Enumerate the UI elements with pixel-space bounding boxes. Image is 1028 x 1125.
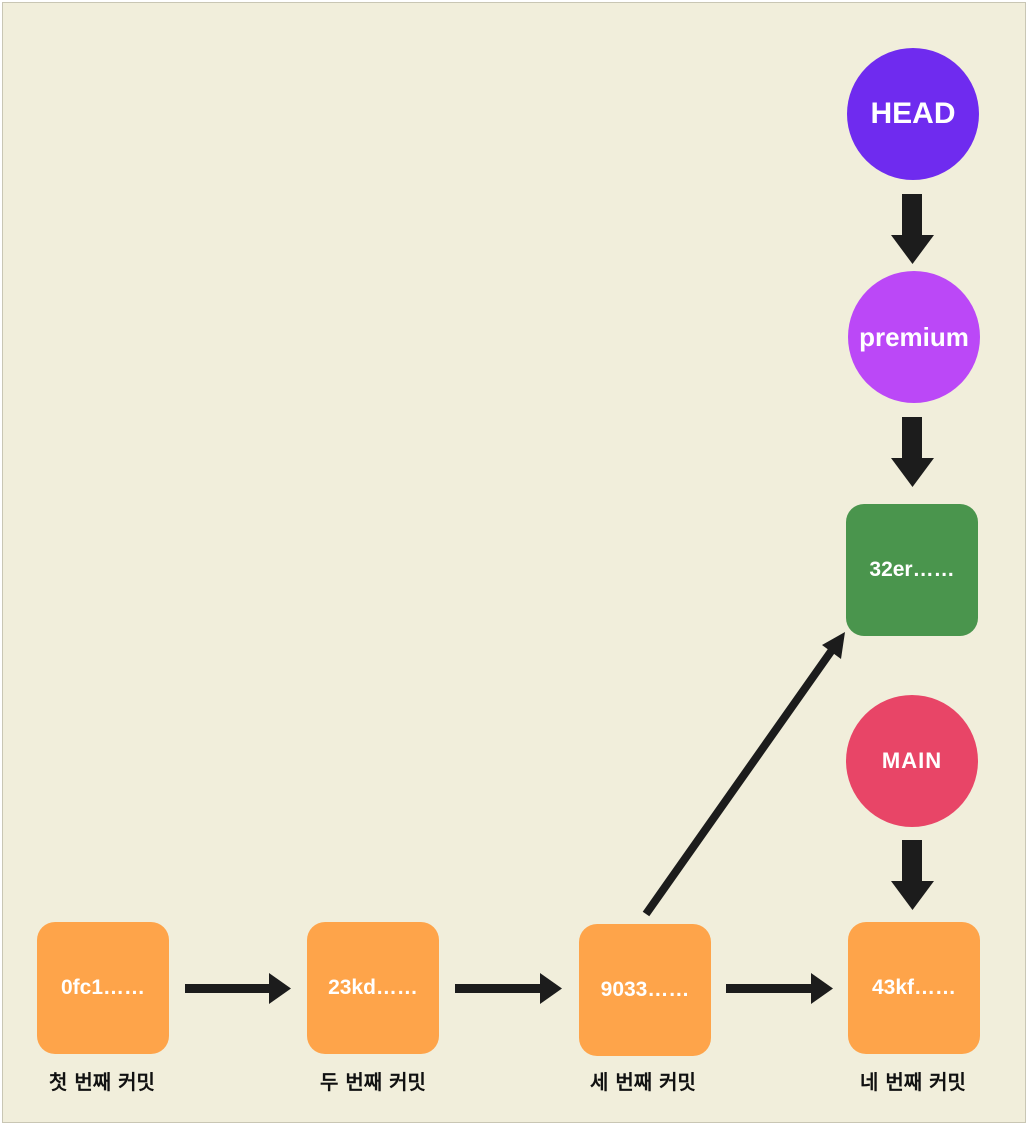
- commit-1-hash: 0fc1……: [60, 976, 146, 999]
- commit-4-hash: 43kf……: [871, 976, 957, 999]
- commit-3-label: 세 번째 커밋: [590, 1070, 696, 1094]
- arrow-head-premium: [891, 194, 934, 264]
- main-branch-circle: MAIN: [846, 695, 978, 827]
- arrow-commit2-commit3: [455, 973, 562, 1004]
- commit-4-label: 네 번째 커밋: [860, 1070, 966, 1094]
- commit-1-label: 첫 번째 커밋: [49, 1070, 155, 1094]
- branch-commit-box: 32er……: [846, 504, 978, 636]
- premium-branch-label: premium: [859, 321, 969, 352]
- arrow-commit3-branch-commit: [642, 632, 845, 917]
- premium-branch-circle: premium: [848, 271, 980, 403]
- arrow-commit1-commit2: [185, 973, 291, 1004]
- arrow-main-commit4: [891, 840, 934, 910]
- arrow-commit3-commit4: [726, 973, 833, 1004]
- commit-4-box: 43kf……: [848, 922, 980, 1054]
- head-ref-label: HEAD: [870, 97, 956, 130]
- commit-1-box: 0fc1……: [37, 922, 169, 1054]
- commit-2-label: 두 번째 커밋: [320, 1070, 426, 1094]
- commit-2-hash: 23kd……: [328, 976, 418, 999]
- main-branch-label: MAIN: [881, 748, 943, 773]
- commit-2-box: 23kd……: [307, 922, 439, 1054]
- commit-3-box: 9033……: [579, 924, 711, 1056]
- arrow-premium-branch-commit: [891, 417, 934, 487]
- commit-3-hash: 9033……: [600, 978, 690, 1001]
- branch-commit-hash: 32er……: [869, 558, 955, 581]
- head-ref-circle: HEAD: [847, 48, 979, 180]
